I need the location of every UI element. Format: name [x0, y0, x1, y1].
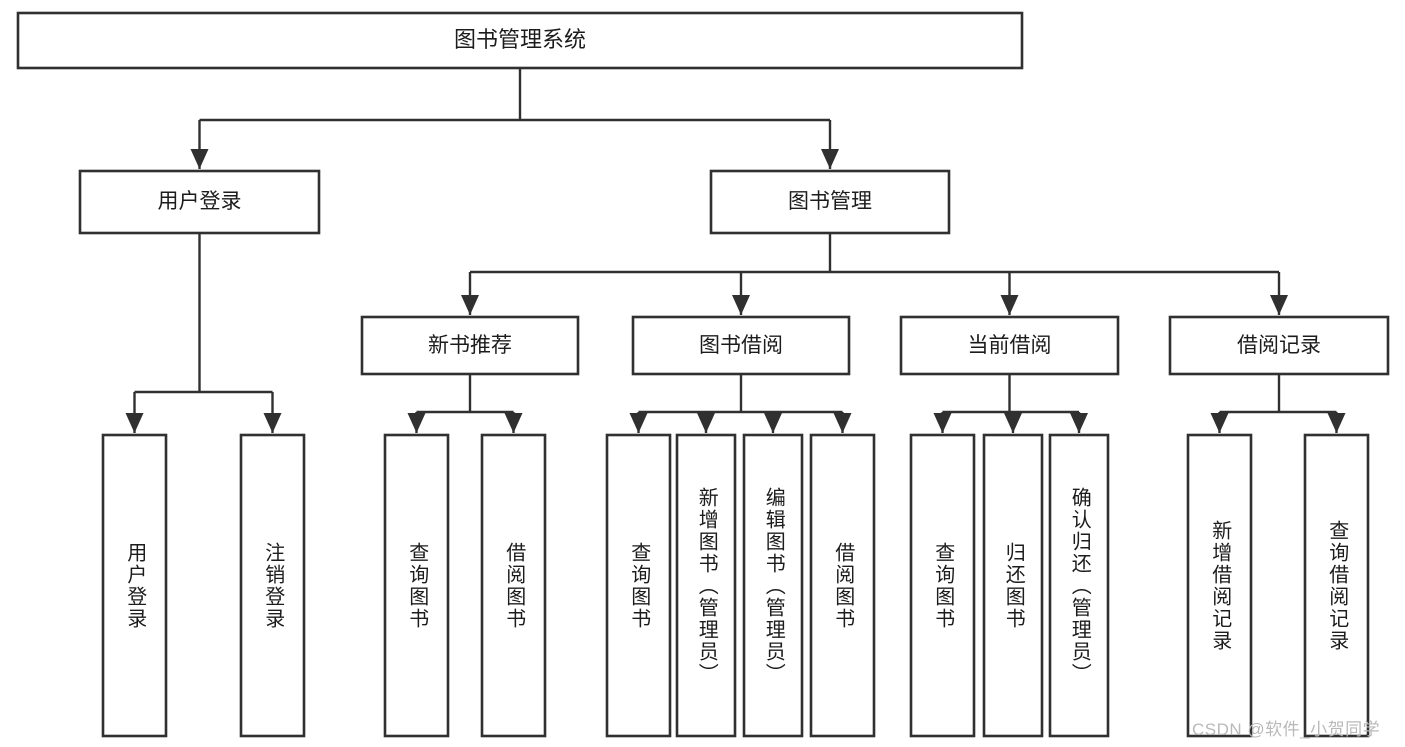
arrow-head-icon-leaf-query-book-1: [407, 413, 426, 433]
arrow-head-icon-leaf-return-book: [1004, 413, 1022, 433]
arrow-head-icon-leaf-add-book: [697, 413, 715, 433]
arrow-head-icon-leaf-add-record: [1210, 413, 1229, 433]
arrow-head-icon-leaf-edit-book: [764, 413, 782, 433]
arrow-head-icon-leaf-query-book-3: [933, 413, 952, 433]
node-box-leaf-user-logout: [239, 433, 306, 738]
arrow-head-icon-leaf-user-login: [125, 413, 144, 433]
node-box-leaf-add-book: [675, 433, 737, 738]
node-box-leaf-query-record: [1303, 433, 1370, 738]
csdn-watermark: CSDN @软件_小贺同学: [1192, 720, 1381, 739]
arrow-head-icon-user-login: [190, 149, 209, 169]
arrow-head-icon-leaf-query-record: [1327, 413, 1346, 433]
arrow-head-icon-current-borrow: [1000, 295, 1019, 315]
arrow-head-icon-new-book-recommend: [461, 295, 479, 315]
node-box-leaf-borrow-book-2: [809, 433, 876, 738]
node-box-current-borrow: [899, 315, 1120, 376]
arrow-head-icon-book-borrow: [732, 295, 750, 315]
node-box-leaf-confirm-return: [1048, 433, 1110, 738]
node-box-leaf-query-book-3: [909, 433, 976, 738]
node-box-borrow-record: [1168, 315, 1390, 376]
connectors-layer: [125, 68, 1346, 433]
node-box-leaf-return-book: [982, 433, 1044, 738]
arrow-head-icon-leaf-query-book-2: [629, 413, 648, 433]
node-box-leaf-borrow-book-1: [480, 433, 547, 738]
node-box-leaf-query-book-2: [605, 433, 672, 738]
arrow-head-icon-leaf-user-logout: [263, 413, 282, 433]
arrow-head-icon-leaf-borrow-book-2: [833, 413, 852, 433]
node-box-leaf-user-login: [101, 433, 168, 738]
boxes-layer: [16, 11, 1390, 738]
arrow-head-icon-book-manage: [821, 149, 839, 169]
arrow-head-icon-leaf-confirm-return: [1070, 413, 1088, 433]
node-box-leaf-query-book-1: [383, 433, 450, 738]
node-box-book-manage: [709, 169, 951, 235]
node-box-leaf-edit-book: [742, 433, 804, 738]
node-box-root: [16, 11, 1024, 70]
arrow-head-icon-leaf-borrow-book-1: [504, 413, 523, 433]
node-box-leaf-add-record: [1186, 433, 1253, 738]
arrow-head-icon-borrow-record: [1270, 295, 1288, 315]
node-box-user-login: [78, 169, 321, 235]
node-box-book-borrow: [631, 315, 851, 376]
node-box-new-book-recommend: [360, 315, 580, 376]
